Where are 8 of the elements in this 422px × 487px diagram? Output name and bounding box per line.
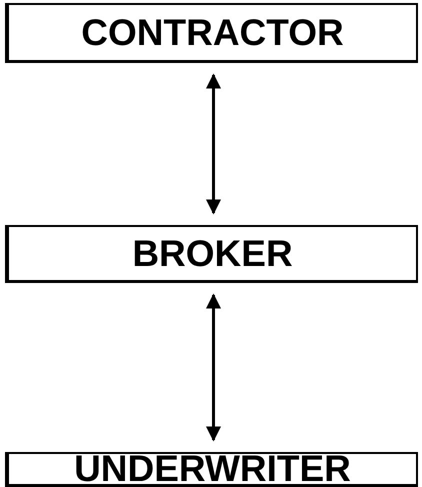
box-label: UNDERWRITER — [74, 448, 351, 487]
box-label: BROKER — [132, 232, 293, 274]
process-box — [5, 452, 418, 487]
process-box — [5, 225, 418, 283]
box-label: CONTRACTOR — [81, 12, 344, 54]
process-box — [5, 3, 418, 63]
double-arrow — [206, 74, 221, 214]
double-arrow — [206, 294, 221, 442]
